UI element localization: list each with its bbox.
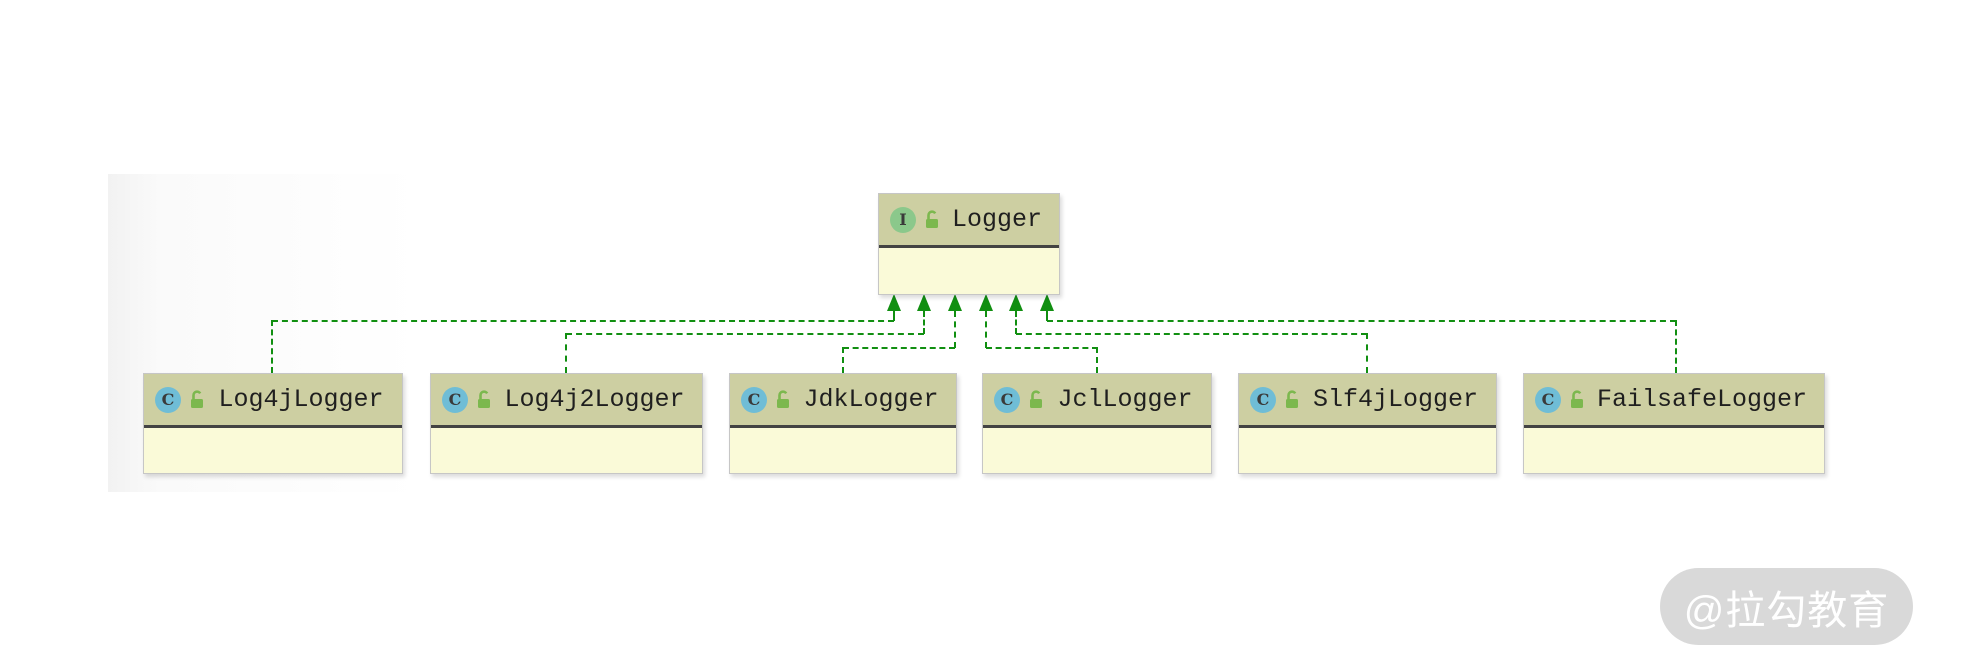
node-body bbox=[431, 428, 702, 472]
edge-segment bbox=[1366, 333, 1368, 373]
node-title: Slf4jLogger bbox=[1312, 385, 1479, 414]
unlocked-public-icon bbox=[926, 209, 938, 228]
class-node-slf4jlogger[interactable]: C Slf4jLogger bbox=[1238, 373, 1497, 474]
node-title: Log4jLogger bbox=[218, 385, 384, 414]
unlocked-public-icon bbox=[1286, 389, 1298, 408]
node-title: Logger bbox=[951, 205, 1042, 234]
unlocked-public-icon bbox=[478, 389, 490, 408]
unlocked-public-icon bbox=[1030, 389, 1042, 408]
node-header: C Log4j2Logger bbox=[431, 374, 702, 428]
realization-arrowhead bbox=[917, 294, 931, 311]
edge-segment bbox=[565, 333, 567, 373]
node-title: FailsafeLogger bbox=[1596, 385, 1808, 414]
node-body bbox=[1524, 428, 1824, 472]
realization-arrowhead bbox=[887, 294, 901, 311]
class-node-failsafelogger[interactable]: C FailsafeLogger bbox=[1523, 373, 1825, 474]
node-header: C Log4jLogger bbox=[144, 374, 402, 428]
node-body bbox=[1239, 428, 1496, 472]
node-header: C JdkLogger bbox=[730, 374, 956, 428]
realization-arrowhead bbox=[1009, 294, 1023, 311]
class-node-jcllogger[interactable]: C JclLogger bbox=[982, 373, 1212, 474]
realization-arrowhead bbox=[948, 294, 962, 311]
edge-segment bbox=[954, 311, 956, 348]
realization-arrowhead bbox=[979, 294, 993, 311]
interface-node-logger[interactable]: I Logger bbox=[878, 193, 1060, 295]
node-header: I Logger bbox=[879, 194, 1059, 248]
node-header: C JclLogger bbox=[983, 374, 1211, 428]
edge-segment bbox=[1015, 311, 1017, 334]
unlocked-public-icon bbox=[777, 389, 789, 408]
edge-segment bbox=[271, 320, 273, 373]
node-header: C Slf4jLogger bbox=[1239, 374, 1496, 428]
edge-segment bbox=[1046, 311, 1048, 321]
node-header: C FailsafeLogger bbox=[1524, 374, 1824, 428]
unlocked-public-icon bbox=[1571, 389, 1583, 408]
node-body bbox=[879, 248, 1059, 292]
edge-failsafelogger bbox=[1047, 320, 1676, 322]
class-badge-icon: C bbox=[741, 386, 767, 413]
watermark-badge: @拉勾教育 bbox=[1660, 568, 1913, 645]
class-node-log4jlogger[interactable]: C Log4jLogger bbox=[143, 373, 403, 474]
edge-log4j2logger bbox=[566, 333, 924, 335]
edge-slf4jlogger bbox=[1016, 333, 1367, 335]
class-badge-icon: C bbox=[1535, 386, 1561, 413]
edge-segment bbox=[985, 311, 987, 348]
node-body bbox=[730, 428, 956, 472]
unlocked-public-icon bbox=[191, 389, 203, 408]
class-badge-icon: C bbox=[155, 386, 181, 413]
class-badge-icon: C bbox=[994, 386, 1020, 413]
interface-badge-icon: I bbox=[890, 206, 916, 233]
class-badge-icon: C bbox=[1250, 386, 1276, 413]
class-badge-icon: C bbox=[442, 386, 468, 413]
node-title: JdkLogger bbox=[803, 385, 939, 414]
node-title: Log4j2Logger bbox=[504, 385, 685, 414]
edge-jcllogger bbox=[986, 347, 1098, 349]
edge-segment bbox=[923, 311, 925, 334]
node-body bbox=[983, 428, 1211, 472]
edge-segment bbox=[1096, 347, 1098, 373]
edge-segment bbox=[893, 311, 895, 321]
edge-segment bbox=[842, 347, 844, 373]
edge-log4jlogger bbox=[272, 320, 894, 322]
edge-segment bbox=[1675, 320, 1677, 373]
node-title: JclLogger bbox=[1057, 385, 1193, 414]
realization-arrowhead bbox=[1040, 294, 1054, 311]
class-node-log4j2logger[interactable]: C Log4j2Logger bbox=[430, 373, 703, 474]
node-body bbox=[144, 428, 402, 472]
edge-jdklogger bbox=[843, 347, 955, 349]
class-node-jdklogger[interactable]: C JdkLogger bbox=[729, 373, 957, 474]
